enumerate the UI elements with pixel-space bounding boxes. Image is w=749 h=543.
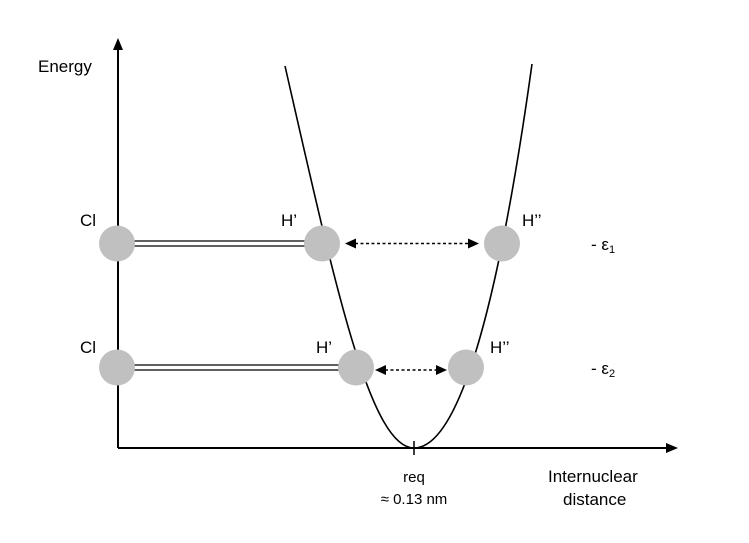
energy-level-label: - ε1 xyxy=(591,235,615,256)
h-prime-label: H’ xyxy=(316,338,332,357)
h-double-prime-label: H’’ xyxy=(522,211,542,230)
h-atom-left xyxy=(338,349,374,386)
cl-atom xyxy=(99,225,135,262)
cl-label: Cl xyxy=(80,338,96,357)
x-axis-arrowhead xyxy=(666,443,678,453)
h-atom-right xyxy=(448,349,484,386)
energy-level-2: Cl H’ H’’ - ε2 xyxy=(80,338,615,386)
vibration-arrowhead-left xyxy=(345,238,356,249)
vibration-arrowhead-left xyxy=(375,365,386,375)
h-prime-label: H’ xyxy=(281,211,297,230)
y-axis-label: Energy xyxy=(38,57,92,76)
y-axis-arrowhead xyxy=(113,38,123,50)
req-value: ≈ 0.13 nm xyxy=(381,491,448,508)
vibration-arrowhead-right xyxy=(436,365,447,375)
cl-label: Cl xyxy=(80,211,96,230)
h-atom-right xyxy=(484,225,520,262)
cl-atom xyxy=(99,349,135,386)
energy-level-1: Cl H’ H’’ - ε1 xyxy=(80,211,615,262)
x-axis-label-line1: Internuclear xyxy=(548,467,638,486)
energy-level-label: - ε2 xyxy=(591,359,615,380)
vibration-arrowhead-right xyxy=(468,238,479,249)
h-atom-left xyxy=(304,225,340,262)
x-axis-label-line2: distance xyxy=(563,490,626,509)
h-double-prime-label: H’’ xyxy=(490,338,510,357)
req-label: req xyxy=(403,469,425,486)
